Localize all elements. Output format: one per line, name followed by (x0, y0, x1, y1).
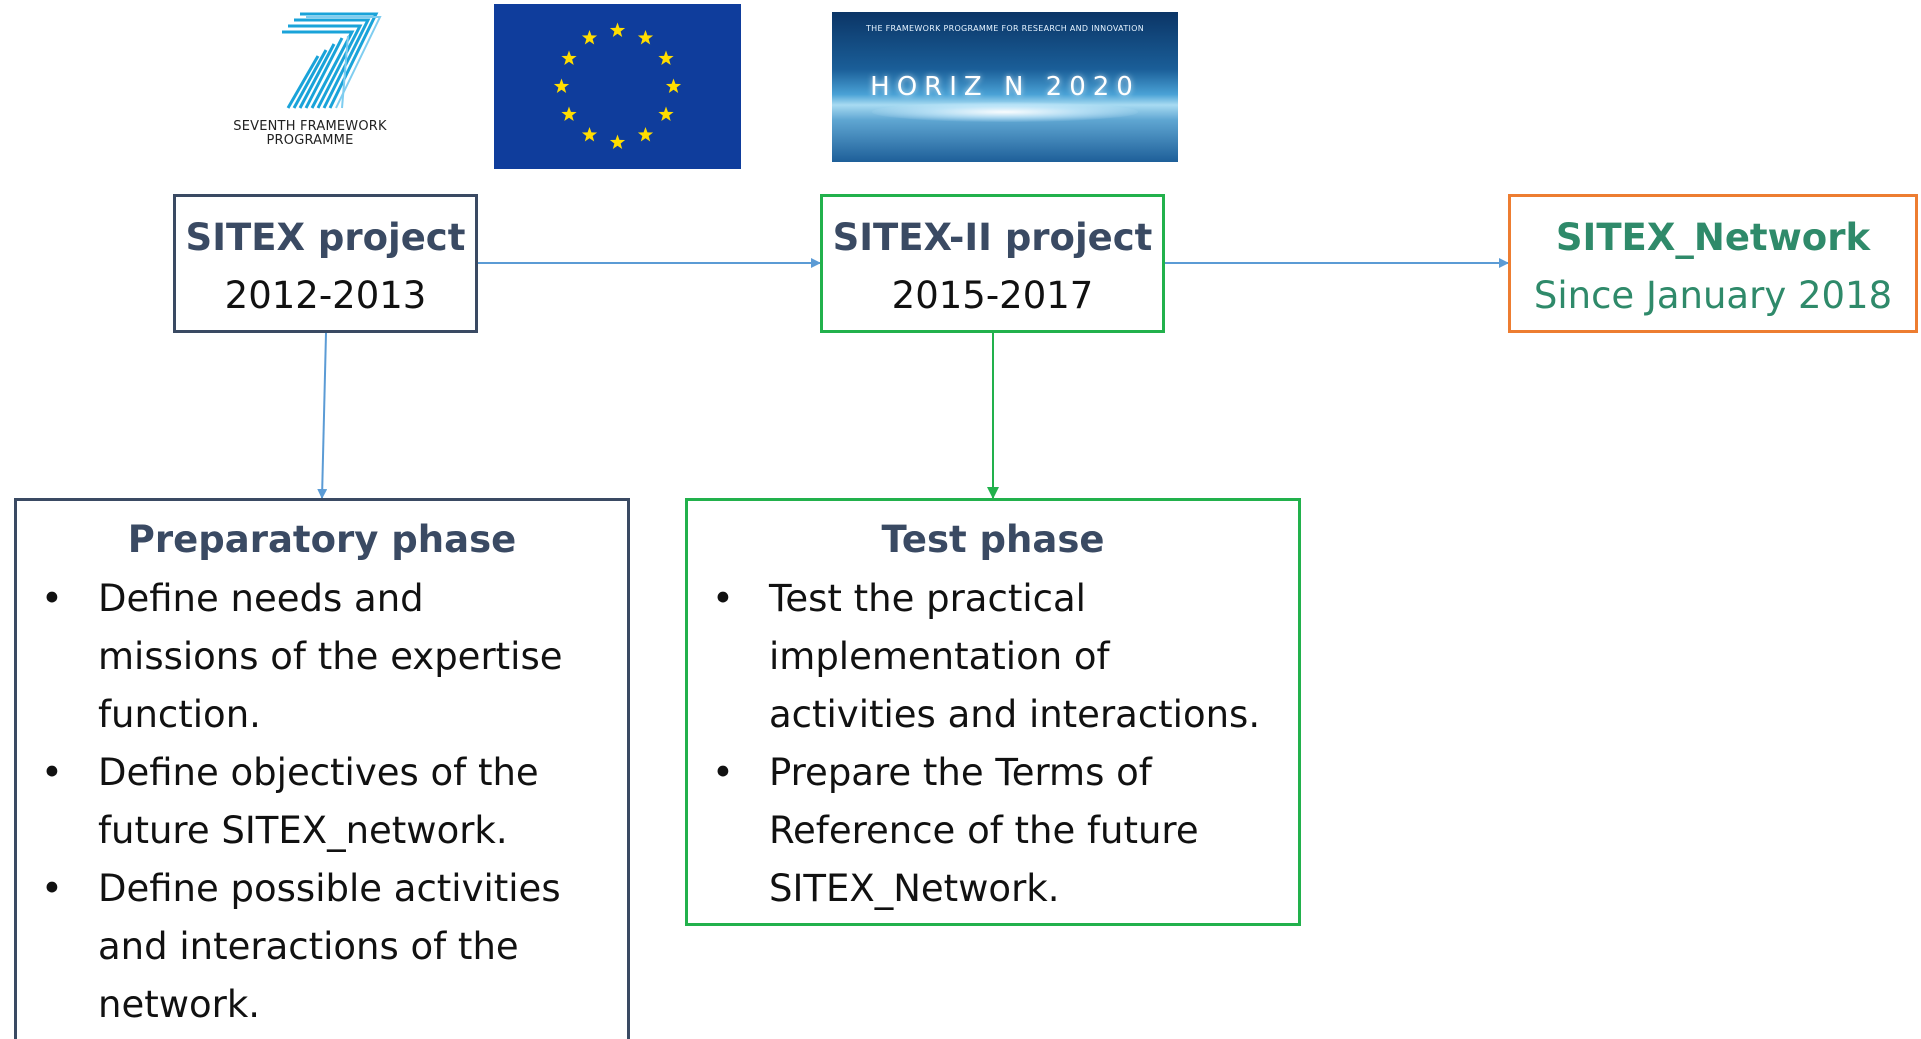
bullet-icon: • (41, 867, 63, 910)
eu-star-icon (581, 30, 598, 45)
fp7-logo-line2: PROGRAMME (266, 133, 354, 148)
test-phase-list: • Test the practical implementation of ac… (688, 570, 1298, 918)
bullet-icon: • (712, 751, 734, 794)
list-item: • Define needs and missions of the expert… (17, 570, 627, 744)
list-item-text: Define possible activities and interacti… (98, 867, 561, 1026)
list-item-text: Prepare the Terms of Reference of the fu… (769, 751, 1199, 910)
eu-star-icon (609, 134, 626, 149)
list-item-text: Test the practical implementation of act… (769, 577, 1261, 736)
horizon-tagline: THE FRAMEWORK PROGRAMME FOR RESEARCH AND… (865, 24, 1145, 33)
eu-star-icon (637, 30, 654, 45)
bullet-icon: • (41, 751, 63, 794)
eu-star-icon (658, 50, 674, 65)
sitex-project-title: SITEX project (185, 216, 466, 259)
eu-star-icon (553, 78, 570, 93)
bullet-icon: • (712, 577, 734, 620)
eu-flag-logo (494, 4, 741, 169)
list-item: • Test the practical implementation of ac… (688, 570, 1298, 744)
test-phase-box: Test phase • Test the practical implement… (685, 498, 1301, 926)
eu-stars-icon (553, 22, 682, 149)
list-item-text: Define objectives of the future SITEX_ne… (98, 751, 539, 852)
horizon-name: HORIZ N 2020 (870, 72, 1140, 102)
fp7-logo-line1: SEVENTH FRAMEWORK (233, 119, 387, 134)
list-item: • Define objectives of the future SITEX_n… (17, 744, 627, 860)
sitex-ii-project-period: 2015-2017 (891, 274, 1094, 317)
eu-star-icon (581, 127, 598, 142)
horizon-glow (872, 102, 1138, 122)
preparatory-phase-list: • Define needs and missions of the expert… (17, 570, 627, 1034)
sitex-project-period: 2012-2013 (224, 274, 427, 317)
sitex-project-box: SITEX project 2012-2013 (173, 194, 478, 333)
eu-star-icon (561, 50, 577, 65)
sitex-ii-project-box: SITEX-II project 2015-2017 (820, 194, 1165, 333)
sitex-network-box: SITEX_Network Since January 2018 (1508, 194, 1918, 333)
sitex-ii-project-title: SITEX-II project (832, 216, 1153, 259)
list-item: • Define possible activities and interact… (17, 860, 627, 1034)
list-item-text: Define needs and missions of the experti… (98, 577, 563, 736)
eu-star-icon (637, 127, 654, 142)
eu-star-icon (665, 78, 682, 93)
preparatory-phase-title: Preparatory phase (127, 518, 517, 561)
sitex-network-title: SITEX_Network (1555, 216, 1871, 259)
preparatory-phase-box: Preparatory phase • Define needs and miss… (14, 498, 630, 1039)
sitex-network-period: Since January 2018 (1533, 274, 1893, 317)
eu-star-icon (561, 106, 577, 121)
horizon-2020-logo: THE FRAMEWORK PROGRAMME FOR RESEARCH AND… (832, 12, 1178, 162)
list-item: • Prepare the Terms of Reference of the f… (688, 744, 1298, 918)
fp7-seven-icon (282, 12, 382, 109)
test-phase-title: Test phase (881, 518, 1105, 561)
fp7-logo: SEVENTH FRAMEWORK PROGRAMME (210, 8, 410, 158)
bullet-icon: • (41, 577, 63, 620)
eu-star-icon (658, 106, 674, 121)
eu-star-icon (609, 22, 626, 37)
arrow-sitex-to-preparatory (317, 332, 328, 499)
